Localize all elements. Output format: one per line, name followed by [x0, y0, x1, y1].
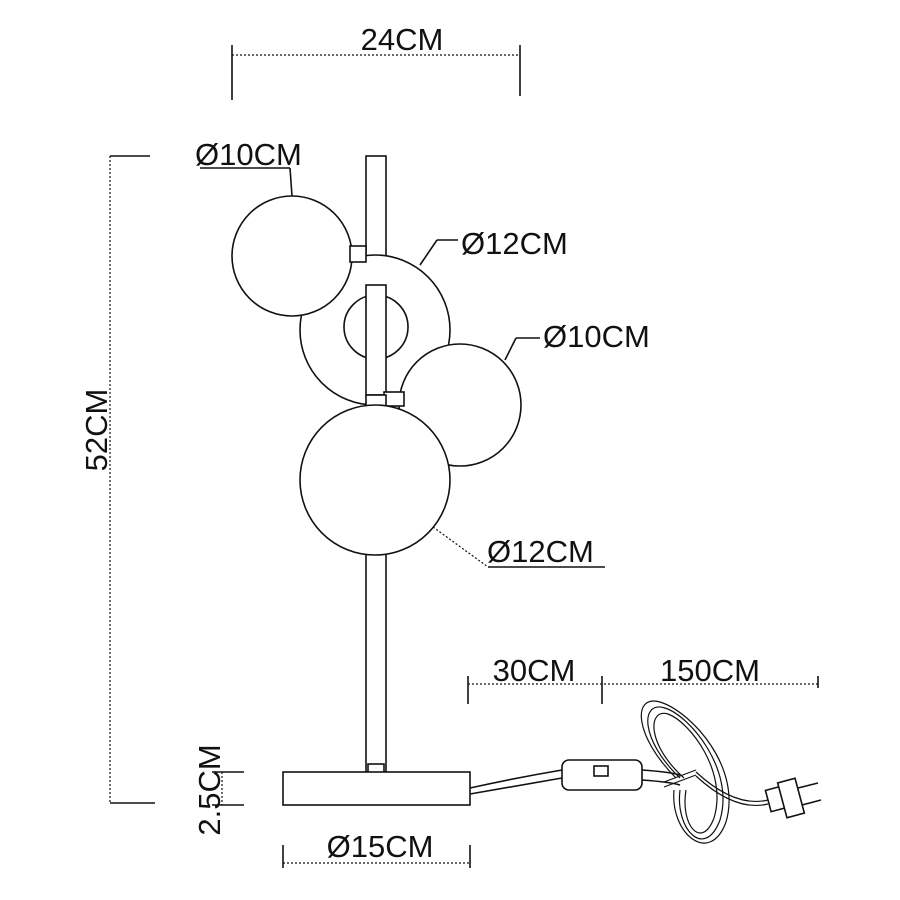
height-dimension: 52CM	[79, 155, 155, 804]
globe-lower-12cm	[299, 394, 451, 556]
base-height-label: 2.5CM	[192, 744, 227, 835]
globe-ring-label: Ø12CM	[461, 226, 568, 261]
height-label: 52CM	[79, 389, 114, 472]
cable-dimension: 30CM 150CM	[467, 653, 819, 704]
power-cord	[469, 700, 822, 844]
leader-lines	[200, 167, 605, 568]
globe-top-left-label: Ø10CM	[195, 137, 302, 172]
width-label: 24CM	[361, 22, 444, 57]
base-diameter-dimension: Ø15CM	[282, 829, 471, 868]
pole-segment-mid	[365, 284, 387, 396]
width-dimension: 24CM	[231, 22, 521, 100]
globe-right-label: Ø10CM	[543, 319, 650, 354]
cable-plug-label: 150CM	[660, 653, 760, 688]
lamp-base	[282, 763, 471, 806]
globe-lower-label: Ø12CM	[487, 534, 594, 569]
plug-head	[776, 777, 806, 819]
switch-rocker-icon	[593, 765, 609, 777]
base-height-dimension: 2.5CM	[192, 744, 244, 836]
cable-switch-label: 30CM	[493, 653, 576, 688]
base-diameter-label: Ø15CM	[327, 829, 434, 864]
